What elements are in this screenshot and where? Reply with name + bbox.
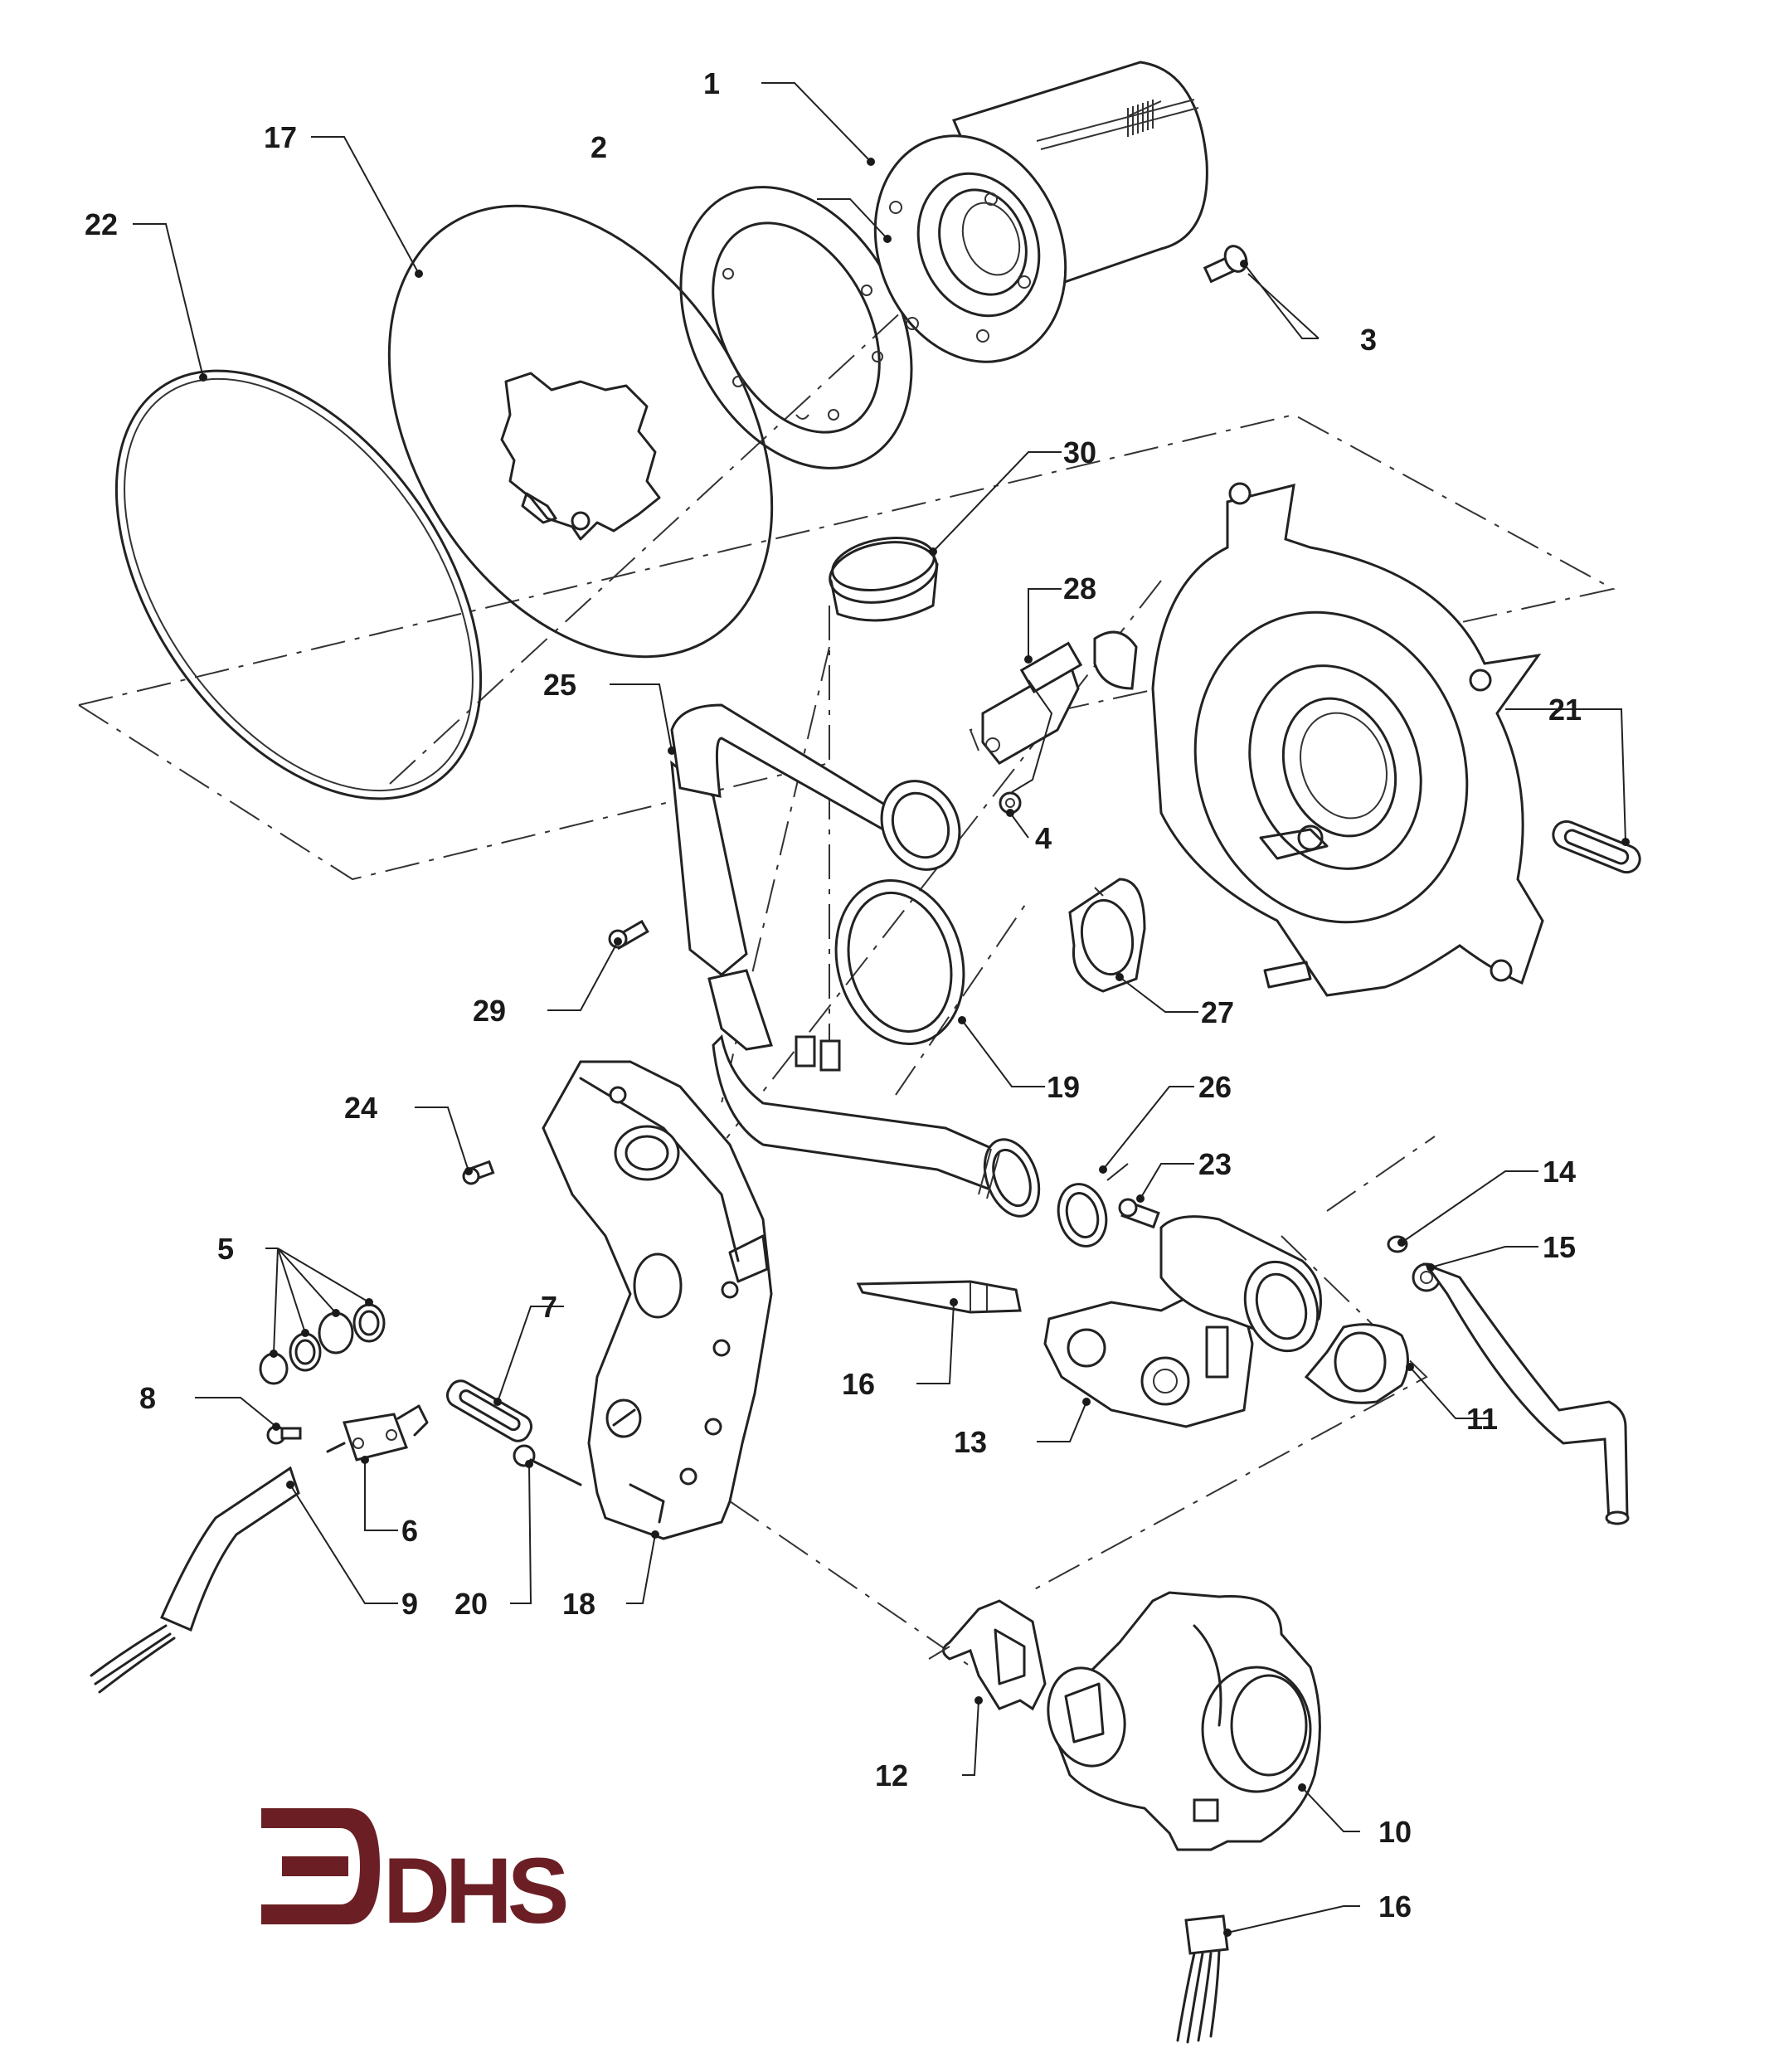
gas-valve-13	[1043, 1215, 1322, 1428]
bracket-28	[981, 641, 1083, 765]
dhs-logo: DHS	[261, 1808, 571, 1943]
callout-24: 24	[344, 1091, 377, 1125]
screw-20	[513, 1444, 582, 1486]
leader-lines	[133, 82, 1626, 1933]
callout-16a: 16	[842, 1367, 875, 1401]
lead-9	[90, 1466, 300, 1694]
callout-20: 20	[454, 1587, 488, 1621]
screw-23	[1118, 1198, 1160, 1229]
callout-8: 8	[139, 1381, 156, 1415]
probe-16	[856, 1280, 1022, 1314]
gasket-21	[1552, 820, 1641, 874]
callout-10: 10	[1378, 1815, 1412, 1849]
assembly-axis-lines	[78, 240, 1616, 1701]
callout-28: 28	[1063, 572, 1096, 606]
gas-pipe-25	[670, 703, 1041, 1218]
callout-16b: 16	[1378, 1890, 1412, 1924]
logo-bar-icon	[282, 1856, 348, 1876]
burner-cylinder-1	[873, 61, 1208, 363]
gasket-7	[445, 1379, 533, 1442]
callout-29: 29	[473, 994, 506, 1028]
callout-23: 23	[1198, 1147, 1232, 1181]
door-plate	[1093, 482, 1544, 997]
callout-3: 3	[1360, 323, 1377, 357]
callout-5: 5	[217, 1232, 234, 1266]
gasket-19	[834, 878, 965, 1046]
callout-30: 30	[1063, 435, 1096, 469]
gasket-11	[1304, 1323, 1409, 1404]
gas-pipe-11	[1422, 1262, 1630, 1525]
callout-27: 27	[1201, 995, 1234, 1029]
plug-lead-16	[1176, 1914, 1229, 2044]
callout-18: 18	[562, 1587, 595, 1621]
leader-dots	[199, 158, 1630, 1937]
washer-14	[1387, 1235, 1408, 1253]
screw-8	[266, 1425, 302, 1445]
callout-17: 17	[264, 120, 297, 154]
logo-bracket-icon	[261, 1808, 380, 1924]
callout-7: 7	[541, 1290, 557, 1324]
callout-1: 1	[703, 66, 720, 100]
callout-14: 14	[1543, 1155, 1576, 1189]
callout-4: 4	[1035, 821, 1052, 855]
callout-12: 12	[875, 1758, 908, 1792]
callout-21: 21	[1548, 693, 1582, 727]
callout-22: 22	[85, 207, 118, 241]
o-ring-26	[1057, 1183, 1108, 1248]
callout-6: 6	[401, 1514, 418, 1548]
washers-5	[259, 1303, 386, 1385]
fan-10	[1047, 1591, 1321, 1851]
callout-labels: 1 2 3 17 22 30 28 4 21 25 29 27 19 26 23…	[85, 66, 1582, 1924]
logo-text: DHS	[383, 1839, 566, 1943]
callout-25: 25	[543, 668, 576, 702]
callout-13: 13	[954, 1425, 987, 1459]
clip-27	[1068, 878, 1146, 993]
fan-bracket-12	[928, 1599, 1047, 1711]
callout-19: 19	[1047, 1070, 1080, 1104]
callout-11: 11	[1466, 1402, 1498, 1436]
callout-2: 2	[591, 130, 607, 164]
callout-9: 9	[401, 1587, 418, 1621]
insulation-disc-17	[387, 204, 774, 659]
callout-15: 15	[1543, 1230, 1576, 1264]
callout-26: 26	[1198, 1070, 1232, 1104]
manifold-18	[542, 1060, 773, 1540]
o-ring-22	[114, 369, 483, 800]
cap-30	[829, 537, 939, 622]
electrode-6	[326, 1404, 429, 1462]
